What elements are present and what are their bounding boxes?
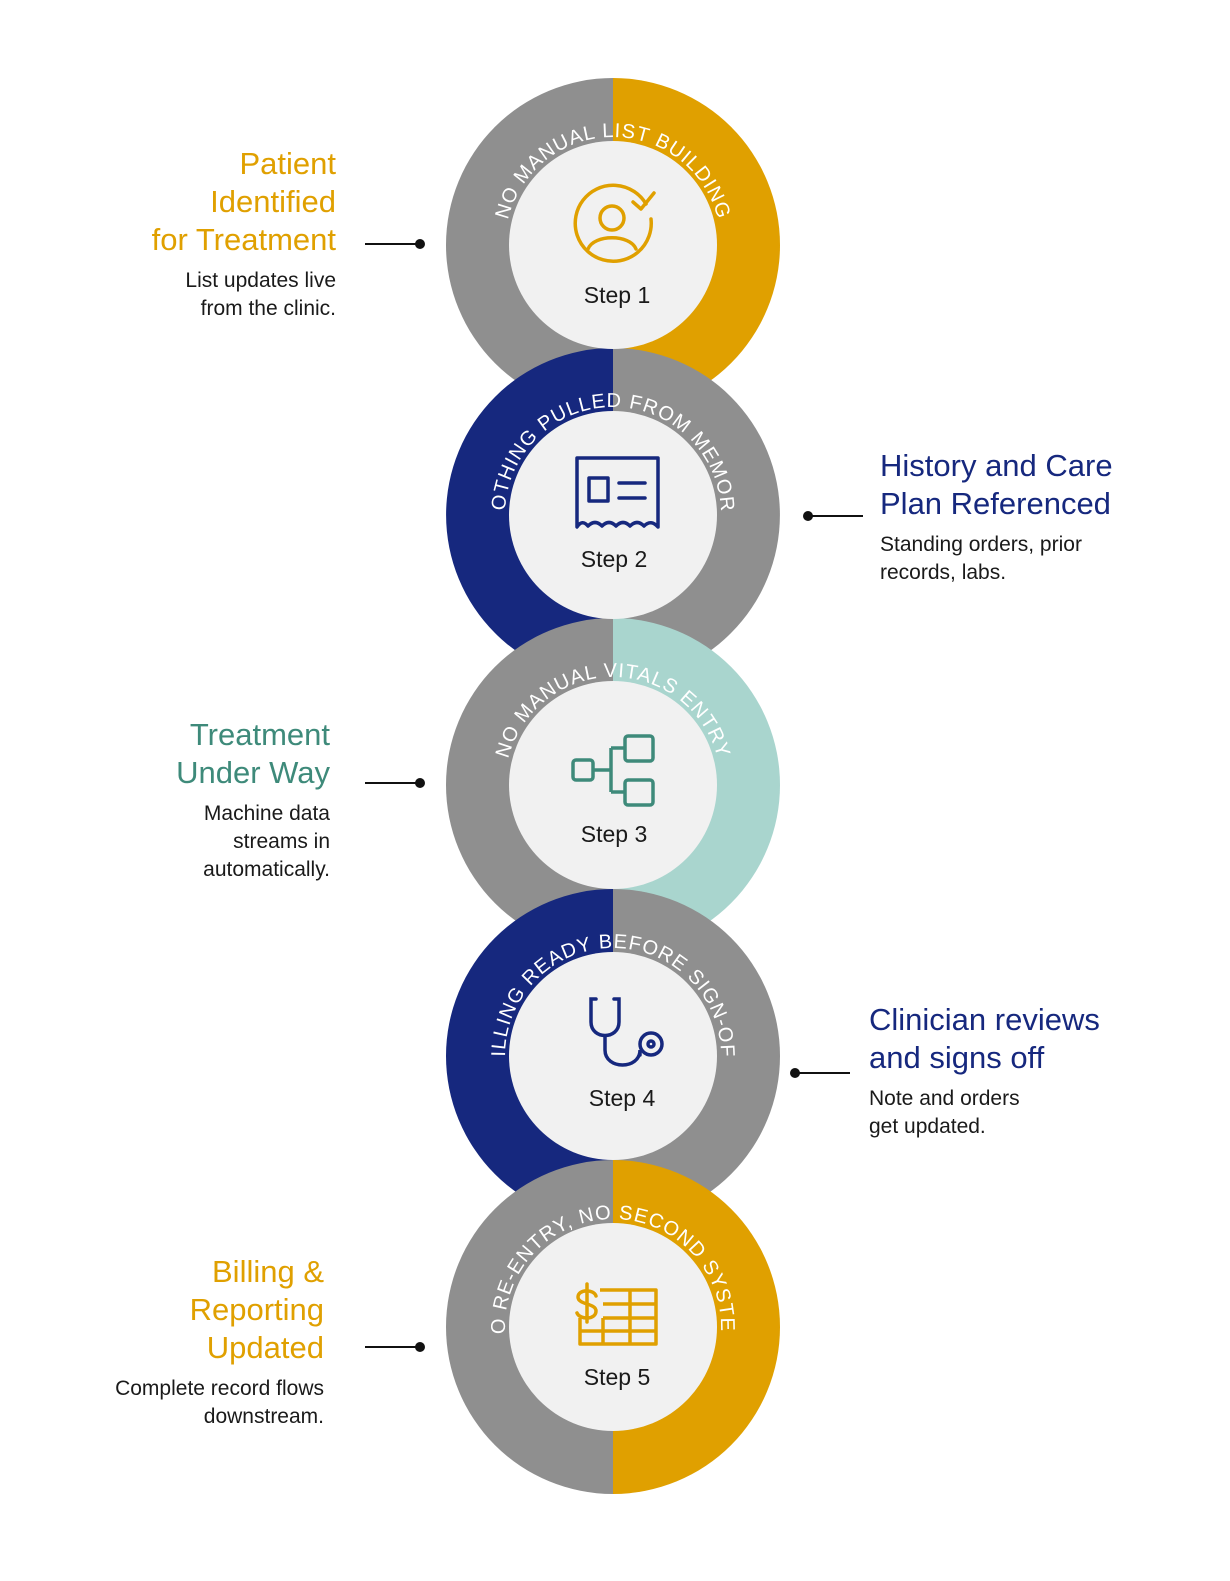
step-4-inner-circle xyxy=(509,952,717,1160)
step-5-label: Step 5 xyxy=(584,1364,651,1390)
step-3-label-block: Treatment Under Way Machine data streams… xyxy=(176,716,330,884)
step-2-title: History and Care Plan Referenced xyxy=(880,448,1113,521)
step-4-description: Note and orders get updated. xyxy=(869,1087,1020,1138)
step-4-title: Clinician reviews and signs off xyxy=(869,1002,1100,1075)
step-5-description: Complete record flows downstream. xyxy=(115,1377,324,1428)
step-1-label-block: Patient Identified for Treatment List up… xyxy=(152,145,336,323)
step-5-title: Billing & Reporting Updated xyxy=(189,1254,324,1365)
step-3-title: Treatment Under Way xyxy=(176,717,330,790)
step-5-label-block: Billing & Reporting Updated Complete rec… xyxy=(115,1253,324,1431)
stethoscope-icon xyxy=(589,997,664,1067)
connector-step-1 xyxy=(365,239,425,249)
step-3-description: Machine data streams in automatically. xyxy=(203,802,330,881)
person-check-icon xyxy=(573,183,656,263)
step-1-title: Patient Identified for Treatment xyxy=(151,146,336,257)
step-3-label: Step 3 xyxy=(581,821,648,847)
document-record-icon xyxy=(575,456,660,529)
connector-step-2 xyxy=(803,511,863,521)
connector-step-3 xyxy=(365,778,425,788)
step-1-description: List updates live from the clinic. xyxy=(185,269,336,320)
step-3-inner-circle xyxy=(509,681,717,889)
step-1-inner-circle xyxy=(509,141,717,349)
data-flow-icon xyxy=(571,734,655,807)
step-4-label-block: Clinician reviews and signs off Note and… xyxy=(869,1001,1100,1141)
step-4-label: Step 4 xyxy=(589,1085,656,1111)
connector-step-5 xyxy=(365,1342,425,1352)
billing-table-icon xyxy=(572,1282,658,1346)
step-2-label: Step 2 xyxy=(581,546,648,572)
step-2-inner-circle xyxy=(509,411,717,619)
step-2-description: Standing orders, prior records, labs. xyxy=(880,533,1082,584)
step-1-label: Step 1 xyxy=(584,282,651,308)
connector-step-4 xyxy=(790,1068,850,1078)
step-2-label-block: History and Care Plan Referenced Standin… xyxy=(880,447,1113,587)
step-5-inner-circle xyxy=(509,1223,717,1431)
